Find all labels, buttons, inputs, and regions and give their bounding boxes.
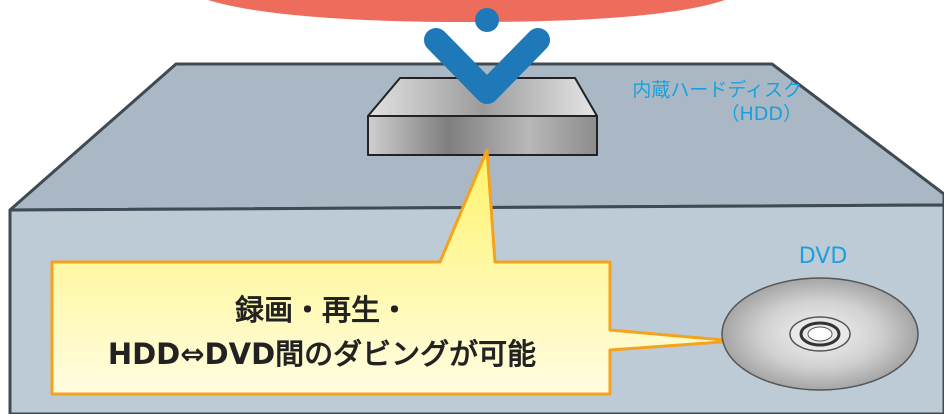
- callout-text: 録画・再生・ HDD⇔DVD間のダビングが可能: [52, 288, 592, 376]
- arrow-dot: [475, 8, 499, 32]
- callout-line1: 録画・再生・: [234, 293, 409, 327]
- dvd-disc-icon: [721, 277, 919, 391]
- disc-hole-rim: [799, 321, 841, 347]
- hdd-label-line2: （HDD）: [720, 103, 802, 125]
- hdd-label: 内蔵ハードディスク （HDD）: [580, 78, 802, 126]
- hdd-label-line1: 内蔵ハードディスク: [632, 79, 802, 101]
- dvd-label: DVD: [798, 244, 848, 269]
- hdd-front-face: [367, 115, 598, 156]
- disc-hole: [807, 326, 833, 342]
- top-banner: [208, 0, 725, 22]
- chevron-down-icon: [424, 8, 550, 104]
- callout-bubble: [50, 148, 737, 396]
- callout-line2: HDD⇔DVD間のダビングが可能: [107, 337, 537, 371]
- arrow-chevron: [424, 28, 550, 104]
